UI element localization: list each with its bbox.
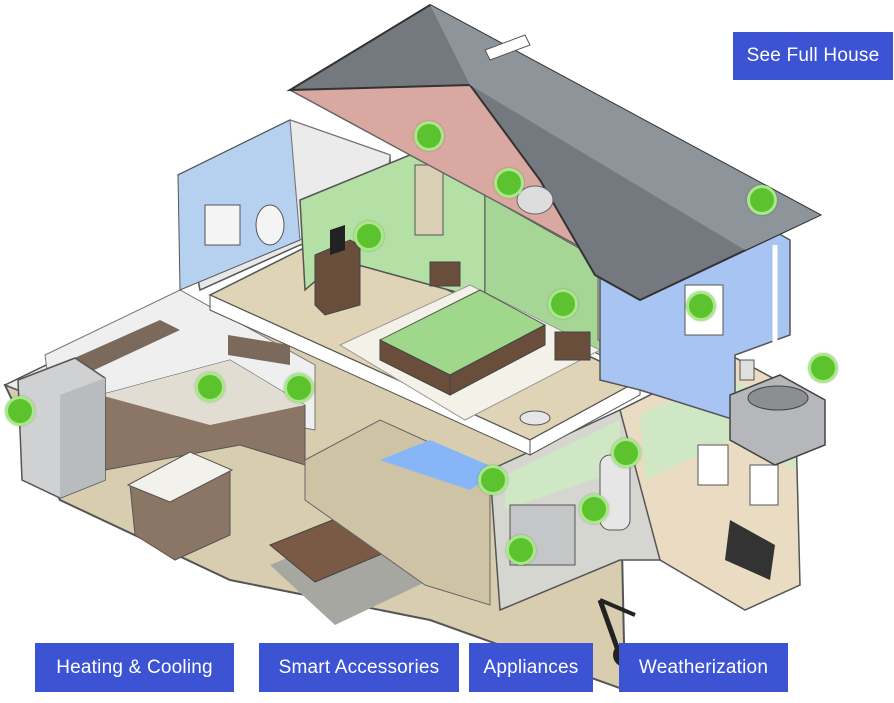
upper-cabinets [70, 320, 180, 372]
bedroom-door [414, 164, 444, 236]
disconnect-box [739, 359, 755, 381]
refrigerator-side [60, 378, 105, 498]
hotspot-kitchen[interactable] [195, 372, 225, 402]
weatherization-button[interactable]: Weatherization [619, 643, 788, 692]
toilet [255, 204, 285, 246]
hotspot-laundry[interactable] [579, 494, 609, 524]
hotspot-attic-insulation[interactable] [414, 121, 444, 151]
heating-cooling-button[interactable]: Heating & Cooling [35, 643, 234, 692]
island-top [126, 451, 234, 503]
smart-accessories-button[interactable]: Smart Accessories [259, 643, 459, 692]
hotspot-washer[interactable] [506, 535, 536, 565]
sink [204, 204, 241, 246]
robot-vacuum [519, 410, 551, 426]
hotspot-refrigerator[interactable] [5, 396, 35, 426]
dresser [314, 239, 361, 316]
floor-edge-right [529, 379, 641, 456]
see-full-house-button[interactable]: See Full House [733, 32, 893, 80]
hotspot-thermostat[interactable] [284, 373, 314, 403]
hotspot-roof[interactable] [747, 185, 777, 215]
gym-window-2 [749, 464, 779, 506]
roof-slope [430, 5, 820, 250]
hotspot-water-heater[interactable] [611, 438, 641, 468]
hotspot-bedroom-tv[interactable] [354, 221, 384, 251]
bed-frame-side [449, 324, 546, 396]
tv [330, 225, 345, 255]
ac-fan [747, 385, 809, 411]
hotspot-window[interactable] [686, 291, 716, 321]
dumbbell-rack [725, 520, 775, 580]
nightstand [429, 261, 461, 287]
hotspot-ac-unit[interactable] [808, 353, 838, 383]
attic-duct [516, 185, 554, 215]
blue-panel [380, 440, 500, 490]
laundry-green-wall [505, 420, 620, 510]
upper-cabinets-right [228, 335, 290, 365]
nightstand-2 [554, 331, 591, 361]
gym-window [697, 444, 729, 486]
hotspot-minisplit[interactable] [478, 465, 508, 495]
roof-vent [484, 34, 531, 61]
hotspot-attic-duct[interactable] [494, 168, 524, 198]
appliances-button[interactable]: Appliances [469, 643, 593, 692]
hotspot-bedroom[interactable] [548, 289, 578, 319]
